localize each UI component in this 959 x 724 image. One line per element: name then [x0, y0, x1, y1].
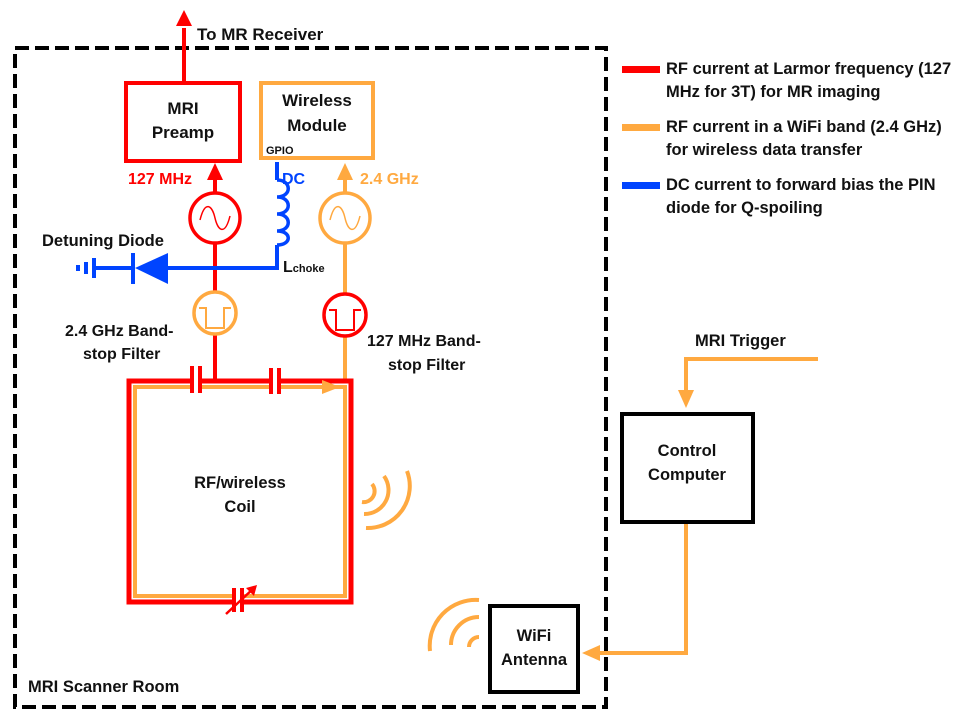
receiver-arrowhead — [176, 10, 192, 26]
mri-preamp-box — [124, 81, 242, 163]
wireless-module-box — [259, 81, 375, 160]
preamp-label-2: Preamp — [152, 123, 214, 142]
filter-24-label-2: stop Filter — [83, 346, 160, 363]
orange-up-arrowhead — [337, 163, 353, 180]
legend-swatch-blue — [622, 182, 660, 189]
freq-24-label: 2.4 GHz — [360, 171, 419, 188]
computer-antenna-line — [598, 524, 688, 655]
scanner-room-boundary — [13, 46, 608, 709]
coil-wireless-waves-icon — [361, 470, 412, 531]
filter-127-label-1: 127 MHz Band- — [367, 333, 481, 350]
legend-item-rf-larmor: RF current at Larmor frequency (127 MHz … — [622, 58, 952, 104]
sine-wave-red — [199, 205, 231, 231]
filter-24-label-1: 2.4 GHz Band- — [65, 323, 173, 340]
dc-line — [150, 162, 279, 270]
varcap-arrowhead — [246, 585, 257, 596]
to-receiver-label: To MR Receiver — [197, 25, 324, 44]
legend-item-rf-wifi: RF current in a WiFi band (2.4 GHz) for … — [622, 116, 952, 162]
legend-swatch-red — [622, 66, 660, 73]
notch-shape-red — [329, 309, 361, 331]
varcap-arrow — [225, 587, 255, 615]
control-computer-box — [620, 412, 755, 524]
legend: RF current at Larmor frequency (127 MHz … — [622, 58, 952, 232]
capacitor-2-gap — [270, 372, 280, 396]
trigger-arrowhead — [678, 390, 694, 408]
notch-shape-orange — [199, 307, 231, 329]
detuning-diode-label: Detuning Diode — [42, 232, 164, 250]
coil-label-2: Coil — [224, 498, 255, 516]
control-label-1: Control — [658, 442, 717, 460]
mri-trigger-label: MRI Trigger — [695, 332, 786, 350]
bandstop-127-filter-icon — [322, 292, 368, 338]
freq-127-label: 127 MHz — [128, 171, 192, 188]
capacitor-1-gap — [191, 372, 201, 396]
trigger-line — [684, 357, 818, 392]
module-label-1: Wireless — [282, 91, 352, 110]
sine-wave-orange — [329, 205, 361, 231]
bandstop-24-filter-icon — [192, 290, 238, 336]
legend-item-dc: DC current to forward bias the PIN diode… — [622, 174, 952, 220]
lchoke-label: Lchoke — [283, 259, 325, 276]
legend-text: RF current at Larmor frequency (127 MHz … — [666, 60, 952, 101]
preamp-label-1: MRI — [167, 99, 198, 118]
scanner-room-label: MRI Scanner Room — [28, 678, 179, 696]
module-label-2: Module — [287, 116, 347, 135]
inductor-choke-icon — [276, 178, 290, 247]
antenna-wireless-waves-icon — [427, 597, 480, 652]
antenna-label-2: Antenna — [501, 651, 568, 669]
legend-swatch-orange — [622, 124, 660, 131]
detuning-diode-icon — [135, 253, 168, 284]
legend-text: RF current in a WiFi band (2.4 GHz) for … — [666, 118, 942, 159]
varcap-gap — [233, 588, 243, 610]
antenna-arrowhead — [582, 645, 600, 661]
gpio-label: GPIO — [266, 145, 294, 157]
coil-label-1: RF/wireless — [194, 474, 286, 492]
filter-127-label-2: stop Filter — [388, 357, 465, 374]
control-label-2: Computer — [648, 466, 726, 484]
wifi-antenna-box — [488, 604, 580, 694]
antenna-label-1: WiFi — [517, 627, 552, 645]
coil-current-arrow — [322, 380, 340, 394]
dc-label: DC — [282, 171, 306, 188]
red-up-arrowhead — [207, 163, 223, 180]
legend-text: DC current to forward bias the PIN diode… — [666, 176, 936, 217]
